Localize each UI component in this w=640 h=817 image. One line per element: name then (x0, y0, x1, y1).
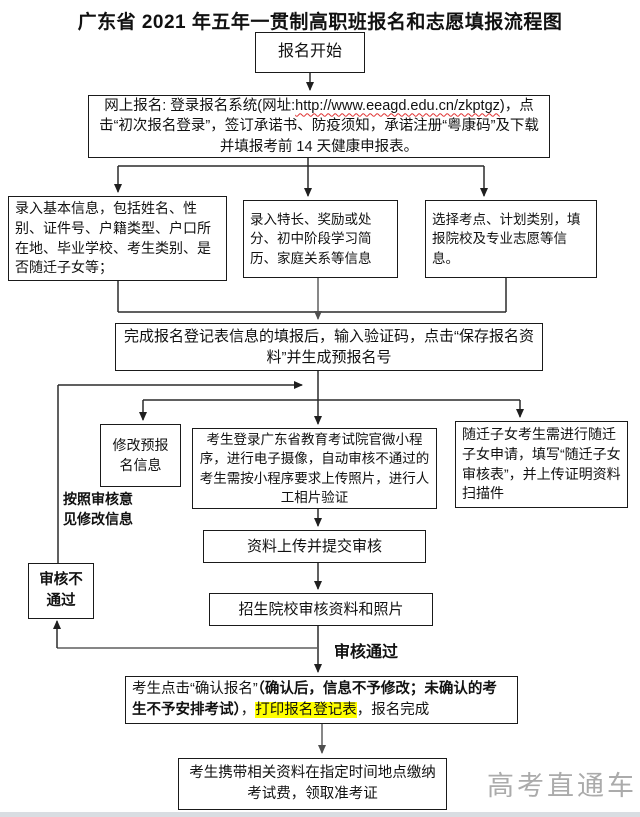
node-upload-submit-label: 资料上传并提交审核 (246, 537, 382, 555)
node-start: 报名开始 (255, 32, 365, 73)
node-college-review: 招生院校审核资料和照片 (209, 593, 433, 626)
online-prefix: 网上报名: 登录报名系统(网址: (104, 97, 296, 114)
confirm-print-highlight: 打印报名登记表 (255, 702, 357, 718)
node-pay-fee: 考生携带相关资料在指定时间地点缴纳考试费，领取准考证 (178, 758, 447, 810)
node-complete-form-label: 完成报名登记表信息的填报后，输入验证码，点击“保存报名资料”并生成预报名号 (124, 327, 534, 366)
confirm-part2-bold: （确认后，信息不予修改；未确认的考生不予安排考试） (132, 681, 497, 718)
confirm-part1: 考生点击“确认报名” (132, 681, 258, 698)
node-special-info-label: 录入特长、奖励或处分、初中阶段学习简历、家庭关系等信息 (250, 212, 372, 266)
node-photo-verify: 考生登录广东省教育考试院官微小程序，进行电子摄像，自动审核不通过的考生需按小程序… (192, 428, 437, 509)
node-complete-form: 完成报名登记表信息的填报后，输入验证码，点击“保存报名资料”并生成预报名号 (115, 323, 543, 371)
node-confirm-signup-label: 考生点击“确认报名”（确认后，信息不予修改；未确认的考生不予安排考试），打印报名… (126, 677, 517, 722)
node-modify-info-label: 修改预报名信息 (112, 436, 169, 473)
node-photo-verify-label: 考生登录广东省教育考试院官微小程序，进行电子摄像，自动审核不通过的考生需按小程序… (199, 432, 430, 505)
node-review-fail-label: 审核不 通过 (39, 572, 83, 609)
node-online-signup: 网上报名: 登录报名系统(网址:http://www.eeagd.edu.cn/… (88, 95, 550, 158)
label-review-opinion: 按照审核意 见修改信息 (63, 491, 133, 528)
node-basic-info: 录入基本信息，包括姓名、性别、证件号、户籍类型、户口所在地、毕业学校、考生类别、… (8, 196, 227, 281)
confirm-part3: ， (240, 702, 256, 718)
online-suffix: )，点击“初次报名登录”，签订承诺书、防疫须知，承诺注册“粤康码”及下载并填报考… (99, 97, 539, 155)
node-review-fail: 审核不 通过 (28, 563, 94, 619)
node-basic-info-label: 录入基本信息，包括姓名、性别、证件号、户籍类型、户口所在地、毕业学校、考生类别、… (15, 199, 211, 276)
watermark-gaokao-express: 高考直通车 (487, 771, 637, 801)
bottom-strip (0, 812, 640, 817)
node-special-info: 录入特长、奖励或处分、初中阶段学习简历、家庭关系等信息 (243, 200, 398, 278)
node-pay-fee-label: 考生携带相关资料在指定时间地点缴纳考试费，领取准考证 (189, 765, 436, 802)
node-confirm-signup: 考生点击“确认报名”（确认后，信息不予修改；未确认的考生不予安排考试），打印报名… (125, 676, 518, 724)
node-online-signup-label: 网上报名: 登录报名系统(网址:http://www.eeagd.edu.cn/… (89, 94, 549, 160)
confirm-part5: ，报名完成 (356, 702, 430, 718)
label-review-pass: 审核通过 (334, 644, 399, 661)
node-exam-choice: 选择考点、计划类别，填报院校及专业志愿等信息。 (425, 200, 597, 278)
node-modify-info: 修改预报名信息 (100, 424, 181, 487)
signup-url: http://www.eeagd.edu.cn/zkptgz (295, 97, 500, 114)
node-upload-submit: 资料上传并提交审核 (203, 530, 426, 563)
node-migrant-children: 随迁子女考生需进行随迁子女申请，填写“随迁子女审核表”，并上传证明资料扫描件 (455, 421, 628, 508)
node-college-review-label: 招生院校审核资料和照片 (238, 600, 404, 618)
page-title: 广东省 2021 年五年一贯制高职班报名和志愿填报流程图 (77, 12, 563, 33)
node-exam-choice-label: 选择考点、计划类别，填报院校及专业志愿等信息。 (432, 212, 581, 266)
node-migrant-children-label: 随迁子女考生需进行随迁子女申请，填写“随迁子女审核表”，并上传证明资料扫描件 (462, 425, 621, 502)
node-start-label: 报名开始 (277, 43, 342, 61)
